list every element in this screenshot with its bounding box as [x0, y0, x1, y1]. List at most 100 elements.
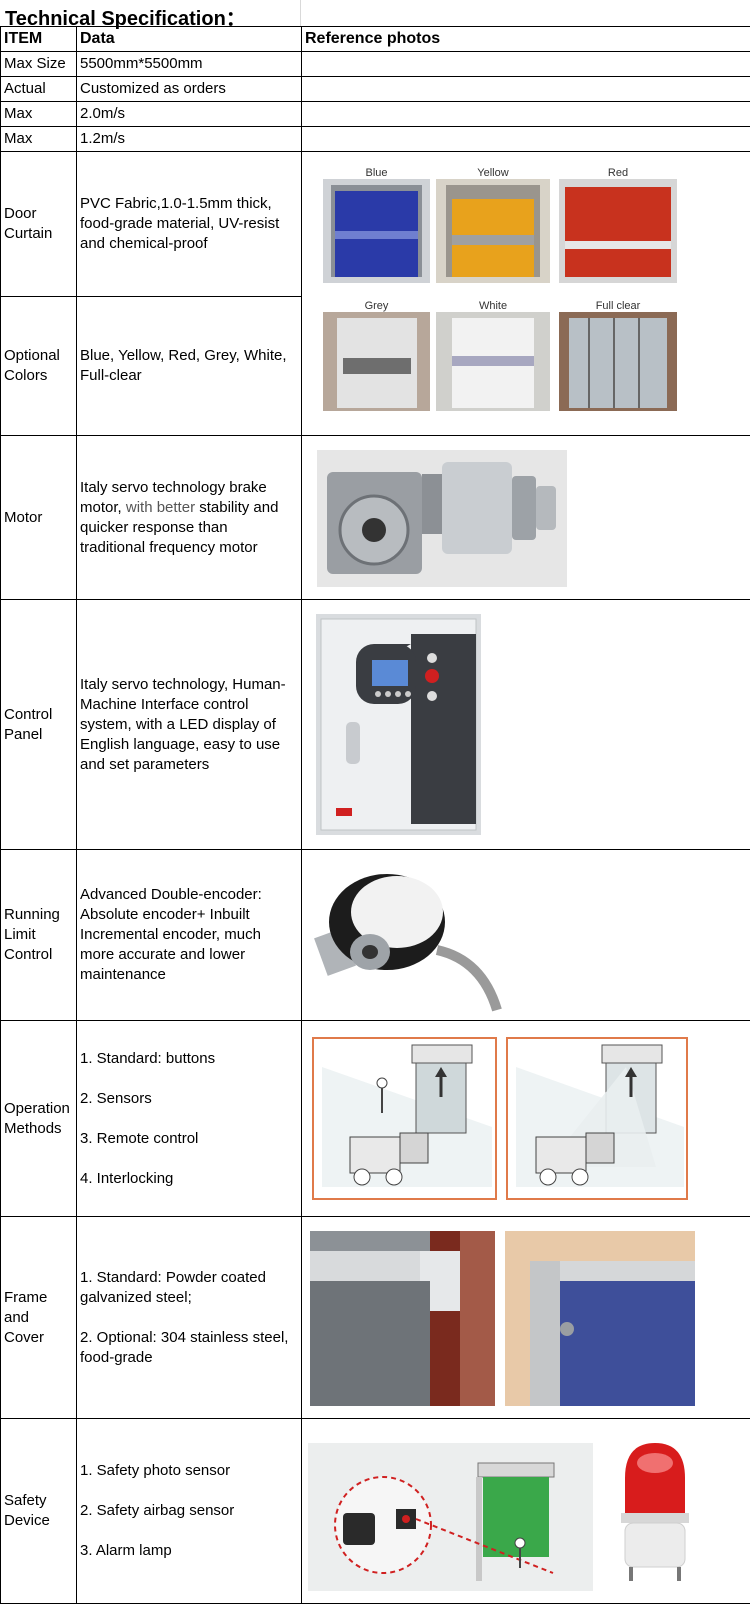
operation-photo-buttons — [312, 1037, 497, 1200]
control-panel-image — [316, 614, 481, 835]
curtain-photo-yellow: Yellow — [436, 167, 550, 283]
data-line: 2. Optional: 304 stainless steel, — [80, 1328, 289, 1346]
data-cell: 1. Safety photo sensor 2. Safety airbag … — [76, 1418, 302, 1604]
data-line: Advanced Double-encoder: — [80, 886, 262, 903]
data-line: more accurate and lower — [80, 946, 246, 963]
data-cell: 1.2m/s — [76, 126, 302, 152]
title-divider — [300, 0, 301, 26]
item-line: Limit — [4, 926, 36, 943]
photo-caption: Yellow — [477, 167, 509, 179]
header-photos: Reference photos — [301, 26, 750, 52]
data-line: system, with a LED display of — [80, 715, 276, 733]
photo-caption: Full clear — [595, 300, 641, 312]
data-line: Full-clear — [80, 367, 142, 384]
spacer — [80, 1109, 298, 1129]
curtain-photos-cell: Blue Yellow Red — [301, 151, 750, 436]
safety-photo-cell — [301, 1418, 750, 1604]
curtain-photo-grey: Grey — [323, 300, 430, 411]
frame-photo-cell — [301, 1216, 750, 1419]
spacer — [80, 1481, 298, 1501]
powder-coated-frame-image — [310, 1231, 495, 1406]
item-line: Control — [4, 705, 53, 723]
item-line: Device — [4, 1512, 50, 1529]
data-line: 3. Alarm lamp — [80, 1542, 172, 1559]
item-cell: Operation Methods — [0, 1020, 77, 1217]
table-row-max-size: Max Size 5500mm*5500mm — [0, 51, 750, 77]
data-line: traditional frequency motor — [80, 538, 258, 556]
forklift-buttons-illustration — [312, 1037, 497, 1200]
control-panel-photo-cell — [301, 599, 750, 850]
safety-photo-sensor — [308, 1443, 593, 1591]
door-grey-image — [323, 312, 430, 411]
frame-photo-stainless — [505, 1231, 695, 1406]
data-line: Italy servo technology, Human- — [80, 675, 286, 693]
data-line: Machine Interface control — [80, 695, 249, 713]
door-yellow-image — [436, 179, 550, 283]
photo-caption: Blue — [365, 167, 388, 179]
item-line: Optional — [4, 347, 60, 364]
data-line: galvanized steel; — [80, 1288, 192, 1306]
item-cell: Max — [0, 126, 77, 152]
data-line: 1. Safety photo sensor — [80, 1462, 231, 1479]
photo-caption: White — [478, 300, 508, 312]
spec-table: ITEM Data Reference photos Max Size 5500… — [0, 26, 750, 1604]
item-line: Control — [4, 946, 53, 963]
table-row-max-close: Max 1.2m/s — [0, 126, 750, 152]
data-cell: 2.0m/s — [76, 101, 302, 127]
page-title: Technical Specification： — [5, 8, 246, 30]
data-line: 2. Sensors — [80, 1089, 152, 1107]
curtain-photo-full-clear: Full clear — [559, 300, 677, 411]
table-row-control-panel: Control Panel Italy servo technology, Hu… — [0, 599, 750, 850]
item-line: and Cover — [4, 1308, 45, 1346]
item-cell: Max — [0, 101, 77, 127]
item-cell: Door Curtain — [0, 151, 77, 297]
title-row: Technical Specification： — [0, 0, 750, 30]
data-cell: Customized as orders — [76, 76, 302, 102]
data-line: maintenance — [80, 966, 166, 983]
spacer — [80, 1521, 298, 1541]
item-line: Methods — [4, 1119, 62, 1137]
alarm-lamp-image — [615, 1433, 695, 1585]
item-line: Curtain — [4, 225, 53, 242]
forklift-sensors-illustration — [506, 1037, 688, 1200]
operation-photo-sensors — [506, 1037, 688, 1200]
encoder-photo-cell — [301, 849, 750, 1021]
item-cell: Safety Device — [0, 1418, 77, 1604]
data-text: motor, — [80, 498, 126, 516]
data-text-muted: with better — [125, 498, 196, 516]
table-header-row: ITEM Data Reference photos — [0, 26, 750, 52]
door-clear-image — [559, 312, 677, 411]
data-line: Absolute encoder+ Inbuilt — [80, 906, 250, 923]
data-line: 1. Standard: Powder coated — [80, 1268, 266, 1286]
table-row-frame: Frame and Cover 1. Standard: Powder coat… — [0, 1216, 750, 1419]
spacer — [80, 1308, 298, 1328]
safety-photo-alarm-lamp — [615, 1433, 695, 1585]
data-cell: Italy servo technology, Human- Machine I… — [76, 599, 302, 850]
data-cell: Blue, Yellow, Red, Grey, White, Full-cle… — [76, 296, 302, 436]
data-text: stability and — [195, 498, 279, 516]
item-cell: Actual — [0, 76, 77, 102]
item-cell: Frame and Cover — [0, 1216, 77, 1419]
item-line: Operation — [4, 1099, 70, 1117]
item-cell: Motor — [0, 435, 77, 600]
data-line: PVC Fabric,1.0-1.5mm thick, — [80, 195, 272, 212]
data-line: English language, easy to use — [80, 735, 281, 753]
table-row-safety: Safety Device 1. Safety photo sensor 2. … — [0, 1418, 750, 1604]
data-line: 3. Remote control — [80, 1129, 199, 1147]
data-line: Blue, Yellow, Red, Grey, White, — [80, 347, 287, 364]
table-row-max-open: Max 2.0m/s — [0, 101, 750, 127]
door-blue-image — [323, 179, 430, 283]
data-cell: PVC Fabric,1.0-1.5mm thick, food-grade m… — [76, 151, 302, 297]
photo-cell-empty — [301, 51, 750, 77]
curtain-photo-red: Red — [559, 167, 677, 283]
item-cell: Control Panel — [0, 599, 77, 850]
item-line: Safety — [4, 1492, 47, 1509]
data-line: motor, with better stability and — [80, 498, 298, 518]
data-cell: 5500mm*5500mm — [76, 51, 302, 77]
table-row-running-limit: Running Limit Control Advanced Double-en… — [0, 849, 750, 1021]
item-cell: Running Limit Control — [0, 849, 77, 1021]
item-line: Running — [4, 906, 60, 923]
data-line: Incremental encoder, much — [80, 926, 261, 943]
motor-photo — [317, 450, 567, 587]
item-cell: Optional Colors — [0, 296, 77, 436]
